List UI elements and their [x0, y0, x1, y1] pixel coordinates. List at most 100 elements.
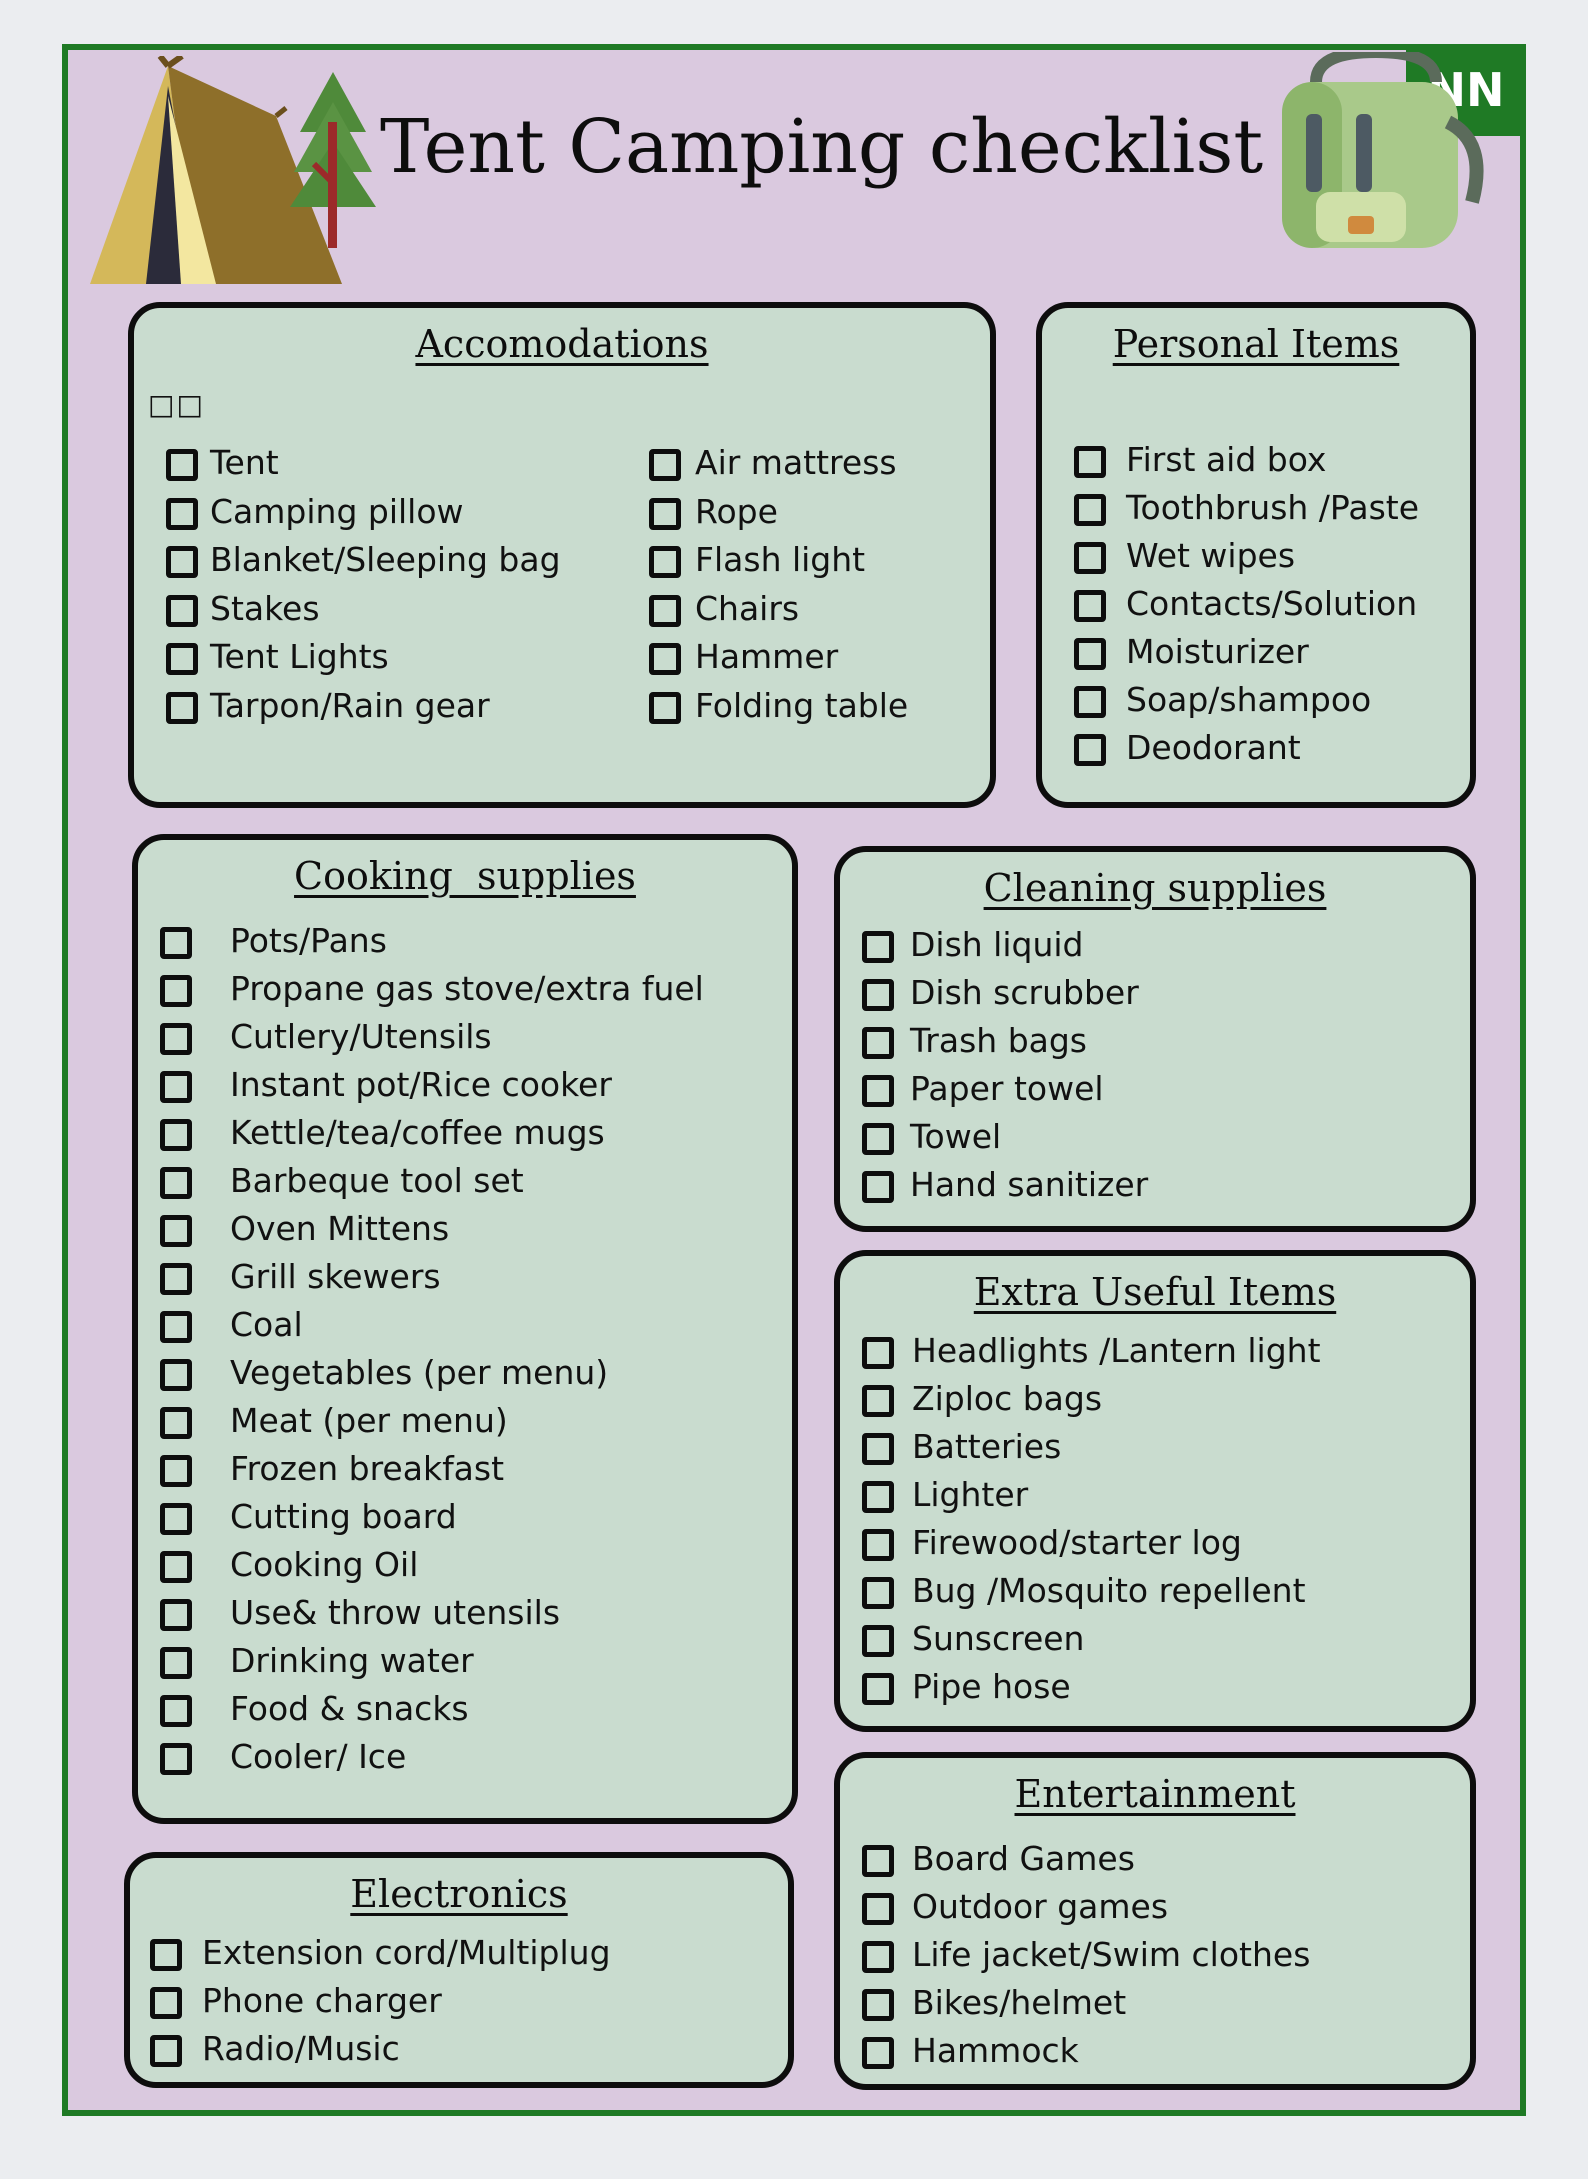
checkbox[interactable]: [1074, 542, 1106, 574]
checklist-item-label: Coal: [230, 1305, 303, 1344]
checklist-item: Stakes: [166, 587, 766, 635]
checkbox[interactable]: [649, 594, 681, 627]
stray-marks: □□: [148, 388, 205, 421]
checkbox[interactable]: [160, 1695, 192, 1727]
checkbox[interactable]: [862, 1529, 894, 1561]
checklist-item: First aid box: [1074, 438, 1588, 486]
checkbox[interactable]: [166, 449, 198, 481]
checkbox[interactable]: [1074, 590, 1106, 622]
checkbox[interactable]: [150, 1987, 182, 2019]
checkbox[interactable]: [862, 1845, 894, 1877]
checkbox[interactable]: [1074, 734, 1106, 766]
checklist-item-label: Trash bags: [910, 1021, 1088, 1060]
checklist-item-label: Tent: [210, 443, 279, 482]
checkbox[interactable]: [160, 1359, 192, 1391]
checkbox[interactable]: [862, 1941, 894, 1973]
checklist-item: Flash light: [649, 538, 1249, 586]
checkbox[interactable]: [862, 1171, 894, 1203]
checklist-item-label: Firewood/starter log: [912, 1523, 1242, 1562]
checkbox[interactable]: [649, 546, 681, 578]
checkbox[interactable]: [862, 1027, 894, 1059]
checkbox[interactable]: [862, 1075, 894, 1107]
checklist-item: Cooler/ Ice: [160, 1735, 760, 1783]
checkbox[interactable]: [649, 691, 681, 724]
checkbox[interactable]: [1074, 638, 1106, 670]
checkbox[interactable]: [166, 497, 198, 530]
checkbox[interactable]: [160, 1455, 192, 1487]
checkbox[interactable]: [862, 1481, 894, 1513]
checklist-item: Oven Mittens: [160, 1207, 760, 1255]
checkbox[interactable]: [166, 643, 198, 675]
personal-items-title: Personal Items: [1112, 322, 1400, 366]
checkbox[interactable]: [160, 927, 192, 959]
checkbox[interactable]: [649, 643, 681, 675]
checkbox[interactable]: [160, 1071, 192, 1103]
checklist-item-label: Bikes/helmet: [912, 1983, 1127, 2022]
checklist-item: Drinking water: [160, 1639, 760, 1687]
checklist-item-label: Frozen breakfast: [230, 1449, 505, 1488]
checklist-item-label: Blanket/Sleeping bag: [210, 540, 561, 579]
checklist-item-label: Sunscreen: [912, 1619, 1085, 1658]
checklist-item: Radio/Music: [150, 2027, 750, 2075]
checkbox[interactable]: [862, 1625, 894, 1657]
checklist-item: Soap/shampoo: [1074, 678, 1588, 726]
checkbox[interactable]: [862, 2037, 894, 2069]
checklist-item-label: Life jacket/Swim clothes: [912, 1935, 1311, 1974]
extra-items-title: Extra Useful Items: [973, 1270, 1337, 1314]
checkbox[interactable]: [160, 1023, 192, 1055]
checklist-item: Tent Lights: [166, 635, 766, 683]
checkbox[interactable]: [150, 2035, 182, 2067]
checklist-item-label: Hand sanitizer: [910, 1165, 1149, 1204]
checkbox[interactable]: [166, 594, 198, 627]
checklist-item-label: Food & snacks: [230, 1689, 469, 1728]
checkbox[interactable]: [862, 1385, 894, 1417]
checkbox[interactable]: [160, 1503, 192, 1535]
checkbox[interactable]: [160, 1743, 192, 1775]
checklist-item-label: Folding table: [695, 685, 909, 725]
checkbox[interactable]: [160, 975, 192, 1007]
checkbox[interactable]: [862, 931, 894, 963]
checklist-item: Grill skewers: [160, 1255, 760, 1303]
checkbox[interactable]: [160, 1215, 192, 1247]
checkbox[interactable]: [166, 691, 198, 724]
checklist-item: Outdoor games: [862, 1885, 1462, 1933]
checkbox[interactable]: [160, 1263, 192, 1295]
cooking-supplies-title: Cooking supplies: [294, 854, 636, 898]
checkbox[interactable]: [1074, 446, 1106, 478]
checkbox[interactable]: [160, 1407, 192, 1439]
checklist-item: Coal: [160, 1303, 760, 1351]
checkbox[interactable]: [862, 1433, 894, 1465]
checklist-item: Use& throw utensils: [160, 1591, 760, 1639]
checkbox[interactable]: [862, 1577, 894, 1609]
tent-icon: [90, 56, 342, 284]
checklist-item-label: Pots/Pans: [230, 921, 387, 960]
checklist-item-label: Vegetables (per menu): [230, 1353, 609, 1392]
checkbox[interactable]: [166, 546, 198, 578]
checkbox[interactable]: [862, 1673, 894, 1705]
checkbox[interactable]: [649, 449, 681, 481]
checkbox[interactable]: [160, 1599, 192, 1631]
checklist-item-label: Cooler/ Ice: [230, 1737, 407, 1776]
checkbox[interactable]: [862, 1989, 894, 2021]
checkbox[interactable]: [150, 1939, 182, 1971]
checkbox[interactable]: [649, 497, 681, 530]
checklist-item: Life jacket/Swim clothes: [862, 1933, 1462, 1981]
accomodations-title: Accomodations: [415, 322, 709, 366]
checkbox[interactable]: [160, 1311, 192, 1343]
checkbox[interactable]: [862, 1893, 894, 1925]
checkbox[interactable]: [160, 1551, 192, 1583]
checklist-item-label: Lighter: [912, 1475, 1029, 1514]
checkbox[interactable]: [1074, 686, 1106, 718]
checklist-item: Batteries: [862, 1425, 1462, 1473]
checkbox[interactable]: [160, 1647, 192, 1679]
checklist-item: Cooking Oil: [160, 1543, 760, 1591]
checkbox[interactable]: [1074, 494, 1106, 526]
checklist-item: Bikes/helmet: [862, 1981, 1462, 2029]
checkbox[interactable]: [160, 1167, 192, 1199]
checklist-item: Pots/Pans: [160, 919, 760, 967]
checkbox[interactable]: [862, 1337, 894, 1369]
checkbox[interactable]: [160, 1119, 192, 1151]
checkbox[interactable]: [862, 979, 894, 1011]
checkbox[interactable]: [862, 1123, 894, 1155]
